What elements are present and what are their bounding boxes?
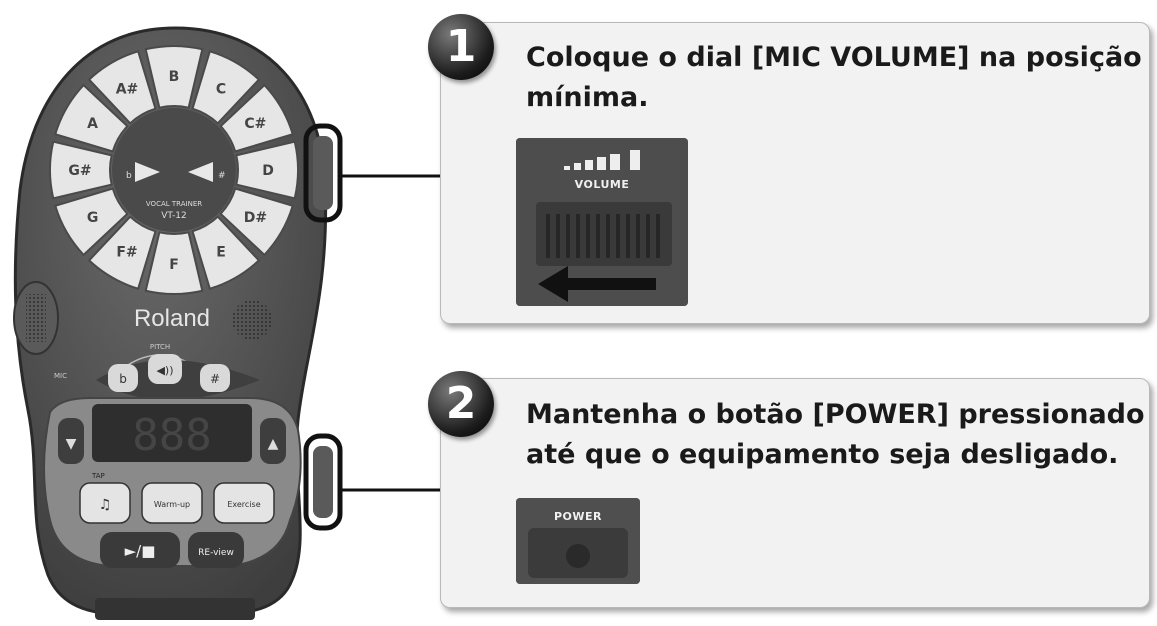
metronome-button[interactable] [79, 482, 131, 524]
speaker-button[interactable] [148, 354, 182, 384]
down-button[interactable] [58, 418, 84, 464]
volume-dial-photo: VOLUME [516, 138, 688, 306]
warmup-button-label: Warm-up [154, 500, 190, 509]
note-key-label: D# [244, 210, 267, 226]
flat-button[interactable] [108, 364, 138, 392]
pitch-label: PITCH [150, 343, 170, 351]
note-key[interactable] [219, 187, 294, 257]
step-1-line-1: Coloque o dial [MIC VOLUME] na posição [526, 42, 1142, 73]
note-key[interactable] [219, 83, 294, 153]
step-2-instruction: Mantenha o botão [POWER] pressionado até… [526, 395, 1146, 475]
step-1-number-badge: 1 [428, 14, 494, 80]
note-key[interactable] [191, 50, 261, 125]
right-speaker-grille [232, 300, 272, 340]
power-button-photo: POWER [516, 498, 640, 584]
play-stop-button[interactable] [100, 532, 180, 568]
vocal-trainer-device: B C C# D D# E F F# G G# A A# b # VOCAL TRAINER VT-1… [13, 26, 440, 620]
arrow-left-icon [538, 266, 656, 302]
wheel-flat-symbol: b [126, 171, 132, 181]
up-button-label: ▲ [268, 436, 279, 452]
note-key[interactable] [191, 215, 261, 290]
down-button-label: ▼ [66, 436, 77, 452]
mic-label: MIC [54, 372, 67, 380]
exercise-button-label: Exercise [227, 500, 260, 509]
sharp-indicator-arrow [188, 162, 213, 182]
model-name: VOCAL TRAINER [146, 200, 202, 208]
left-speaker-grille [26, 294, 46, 342]
brand-logo: Roland [134, 305, 210, 332]
note-key-label: D [262, 163, 274, 179]
review-button[interactable] [188, 532, 244, 568]
exercise-button[interactable] [213, 482, 275, 524]
mic-volume-dial-highlight [303, 123, 343, 223]
power-label: POWER [553, 510, 603, 523]
note-wheel: B C C# D D# E F F# G G# A A# [49, 45, 299, 295]
power-button-highlight [303, 433, 343, 531]
flat-button-label: b [119, 372, 127, 386]
note-key-label: A# [116, 82, 139, 98]
metronome-icon: ♫ [99, 497, 112, 513]
up-button[interactable] [260, 418, 286, 464]
note-key-label: F# [116, 244, 137, 260]
note-key-label: C# [244, 116, 266, 132]
note-key-label: G# [68, 163, 91, 179]
note-key[interactable] [87, 50, 157, 125]
play-stop-icon: ►/■ [125, 542, 156, 560]
note-key-label: B [169, 69, 180, 85]
review-button-label: RE-view [198, 548, 234, 558]
note-key-label: A [87, 116, 98, 132]
flat-indicator-arrow [135, 162, 160, 182]
note-key[interactable] [54, 83, 129, 153]
step-2-line-2: até que o equipamento seja desligado. [526, 439, 1119, 470]
sharp-button-label: # [210, 372, 220, 386]
warmup-button[interactable] [141, 482, 203, 524]
volume-dial-illustration [516, 138, 688, 306]
tap-label: TAP [91, 472, 105, 480]
note-key[interactable] [144, 231, 204, 295]
step-2-number-badge: 2 [428, 371, 494, 437]
note-key[interactable] [54, 187, 129, 257]
note-key-label: C [216, 82, 226, 98]
sharp-button[interactable] [200, 364, 230, 392]
note-key[interactable] [235, 140, 299, 200]
step-1-instruction: Coloque o dial [MIC VOLUME] na posição m… [526, 38, 1146, 118]
device-base [95, 598, 255, 620]
wheel-center [112, 108, 236, 232]
mic-volume-dial[interactable] [313, 136, 333, 210]
step-1-line-2: mínima. [526, 82, 649, 113]
wheel-sharp-symbol: # [218, 171, 226, 181]
led-display [92, 404, 252, 462]
note-key-label: G [87, 210, 99, 226]
led-digits: 888 [132, 410, 211, 461]
note-key[interactable] [49, 140, 113, 200]
model-number: VT-12 [161, 211, 187, 221]
power-button-illustration [516, 498, 640, 584]
power-button[interactable] [313, 446, 333, 518]
note-key[interactable] [87, 215, 157, 290]
volume-label: VOLUME [574, 178, 630, 191]
note-key-label: F [169, 257, 179, 273]
step-2-line-1: Mantenha o botão [POWER] pressionado [526, 399, 1145, 430]
note-key[interactable] [144, 45, 204, 109]
note-key-label: E [216, 244, 226, 260]
speaker-button-label: ◀)) [156, 364, 173, 377]
